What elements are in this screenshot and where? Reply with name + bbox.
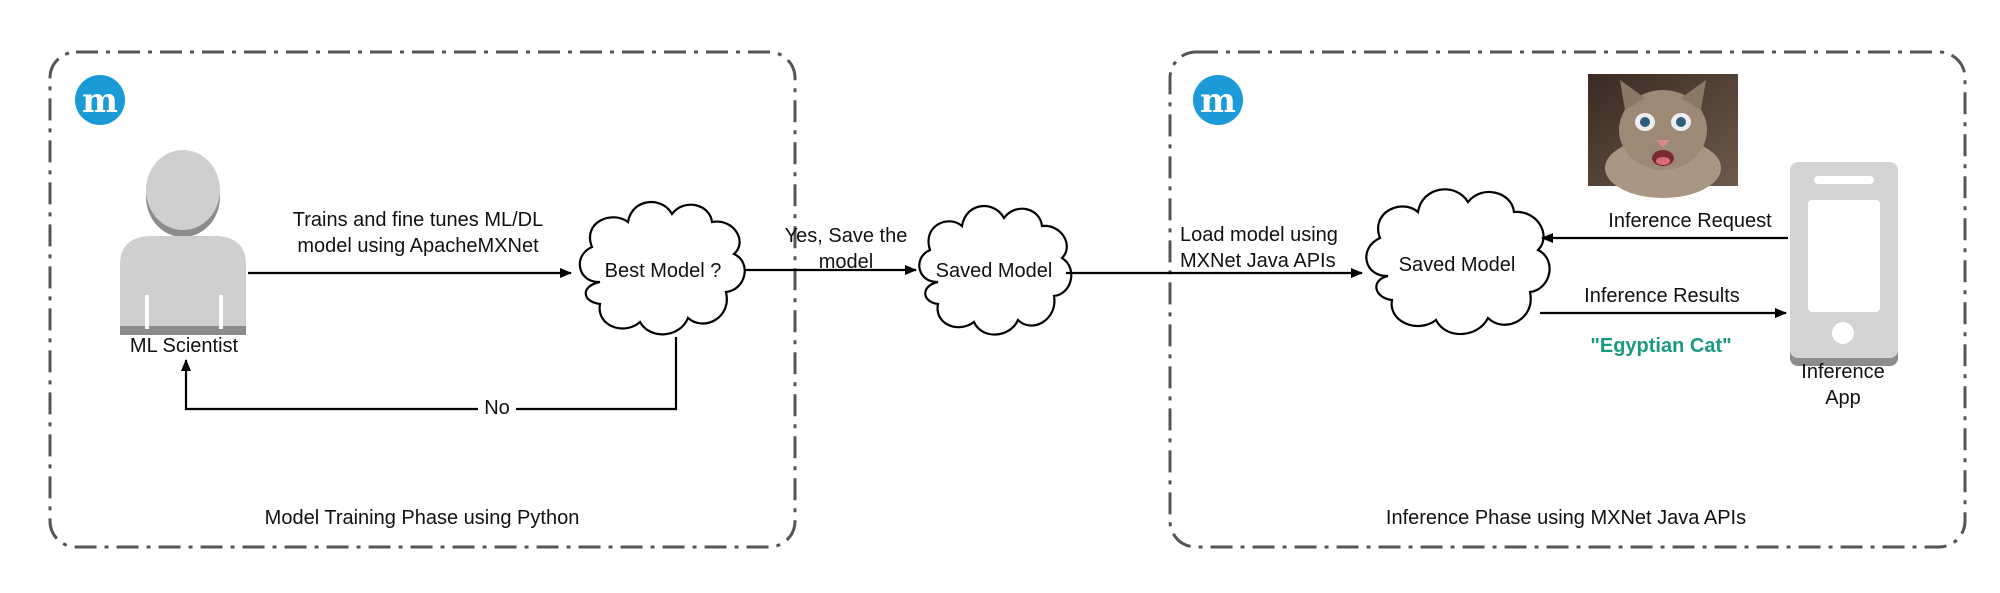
- logo-letter-right: m: [1200, 81, 1236, 121]
- load-label-line1: Load model using: [1180, 224, 1338, 246]
- mxnet-logo-icon: m: [75, 75, 125, 125]
- inference-result-value: "Egyptian Cat": [1590, 335, 1731, 357]
- train-label-line2: model using ApacheMXNet: [297, 235, 539, 257]
- inference-app-label-line2: App: [1825, 387, 1861, 409]
- train-label-line1: Trains and fine tunes ML/DL: [293, 209, 544, 231]
- yes-label-line1: Yes, Save the: [785, 225, 908, 247]
- no-loop-arrow: [186, 337, 676, 409]
- inference-app-phone-icon: [1790, 162, 1898, 366]
- inference-results-label: Inference Results: [1584, 285, 1740, 307]
- best-model-label: Best Model ?: [605, 260, 722, 282]
- no-label: No: [484, 397, 510, 419]
- yes-label-line2: model: [819, 251, 873, 273]
- ml-scientist-label: ML Scientist: [130, 335, 239, 357]
- saved-model-label-right: Saved Model: [1399, 254, 1516, 276]
- kitten-photo: [1588, 74, 1738, 198]
- load-label-line2: MXNet Java APIs: [1180, 250, 1336, 272]
- logo-letter: m: [82, 81, 118, 121]
- inference-request-label: Inference Request: [1608, 210, 1772, 232]
- inference-phase-caption: Inference Phase using MXNet Java APIs: [1386, 507, 1746, 529]
- inference-app-label-line1: Inference: [1801, 361, 1884, 383]
- mxnet-logo-icon-right: m: [1193, 75, 1243, 125]
- training-phase-caption: Model Training Phase using Python: [265, 507, 580, 529]
- saved-model-label-middle: Saved Model: [936, 260, 1053, 282]
- ml-scientist-icon: [120, 150, 246, 335]
